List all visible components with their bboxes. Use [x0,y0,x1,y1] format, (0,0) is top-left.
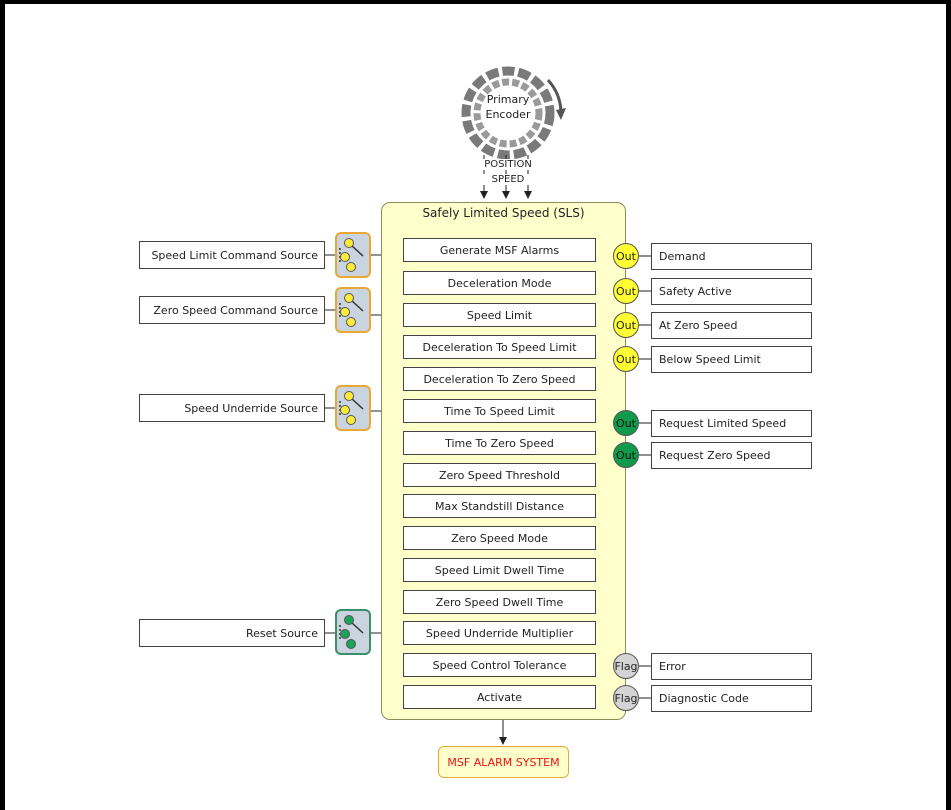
output-port-at-zero-speed[interactable]: Out [613,312,639,338]
param-speed-control-tolerance[interactable]: Speed Control Tolerance [403,653,596,677]
source-zero-speed-command[interactable]: Zero Speed Command Source [139,296,325,324]
flag-port-diagnostic-code[interactable]: Flag [613,685,639,711]
param-speed-limit[interactable]: Speed Limit [403,303,596,327]
selector-switch-icon[interactable] [335,385,371,431]
param-generate-msf-alarms[interactable]: Generate MSF Alarms [403,238,596,262]
param-speed-underride-multiplier[interactable]: Speed Underride Multiplier [403,621,596,645]
selector-switch-icon[interactable] [335,287,371,333]
position-label: POSITION [470,159,546,170]
param-activate[interactable]: Activate [403,685,596,709]
encoder-label-line1: Primary [486,93,530,106]
switch-glyph-icon [339,391,364,425]
output-error[interactable]: Error [651,653,812,680]
selector-switch-icon[interactable] [335,609,371,655]
param-zero-speed-dwell-time[interactable]: Zero Speed Dwell Time [403,590,596,614]
source-speed-underride[interactable]: Speed Underride Source [139,394,325,422]
param-max-standstill-distance[interactable]: Max Standstill Distance [403,494,596,518]
output-port-safety-active[interactable]: Out [613,278,639,304]
output-demand[interactable]: Demand [651,243,812,270]
param-deceleration-to-zero-speed[interactable]: Deceleration To Zero Speed [403,367,596,391]
output-request-limited-speed[interactable]: Request Limited Speed [651,410,812,437]
speed-label: SPEED [470,174,546,185]
param-deceleration-mode[interactable]: Deceleration Mode [403,271,596,295]
encoder-label: Primary Encoder [470,92,546,122]
output-request-zero-speed[interactable]: Request Zero Speed [651,442,812,469]
output-at-zero-speed[interactable]: At Zero Speed [651,312,812,339]
flag-port-error[interactable]: Flag [613,653,639,679]
param-time-to-speed-limit[interactable]: Time To Speed Limit [403,399,596,423]
selector-switch-icon[interactable] [335,232,371,278]
output-port-request-zero-speed[interactable]: Out [613,442,639,468]
switch-glyph-icon [339,615,364,649]
param-zero-speed-threshold[interactable]: Zero Speed Threshold [403,463,596,487]
param-deceleration-to-speed-limit[interactable]: Deceleration To Speed Limit [403,335,596,359]
output-diagnostic-code[interactable]: Diagnostic Code [651,685,812,712]
param-zero-speed-mode[interactable]: Zero Speed Mode [403,526,596,550]
output-safety-active[interactable]: Safety Active [651,278,812,305]
switch-glyph-icon [339,238,364,272]
output-port-request-limited-speed[interactable]: Out [613,410,639,436]
sls-block-title: Safely Limited Speed (SLS) [422,206,585,220]
output-port-demand[interactable]: Out [613,243,639,269]
output-port-below-speed-limit[interactable]: Out [613,346,639,372]
output-below-speed-limit[interactable]: Below Speed Limit [651,346,812,373]
msf-alarm-system[interactable]: MSF ALARM SYSTEM [438,746,569,778]
encoder-label-line2: Encoder [485,108,531,121]
switch-glyph-icon [339,293,364,327]
source-reset[interactable]: Reset Source [139,619,325,647]
param-time-to-zero-speed[interactable]: Time To Zero Speed [403,431,596,455]
source-speed-limit-command[interactable]: Speed Limit Command Source [139,241,325,269]
encoder-disc-icon [461,66,566,160]
param-speed-limit-dwell-time[interactable]: Speed Limit Dwell Time [403,558,596,582]
